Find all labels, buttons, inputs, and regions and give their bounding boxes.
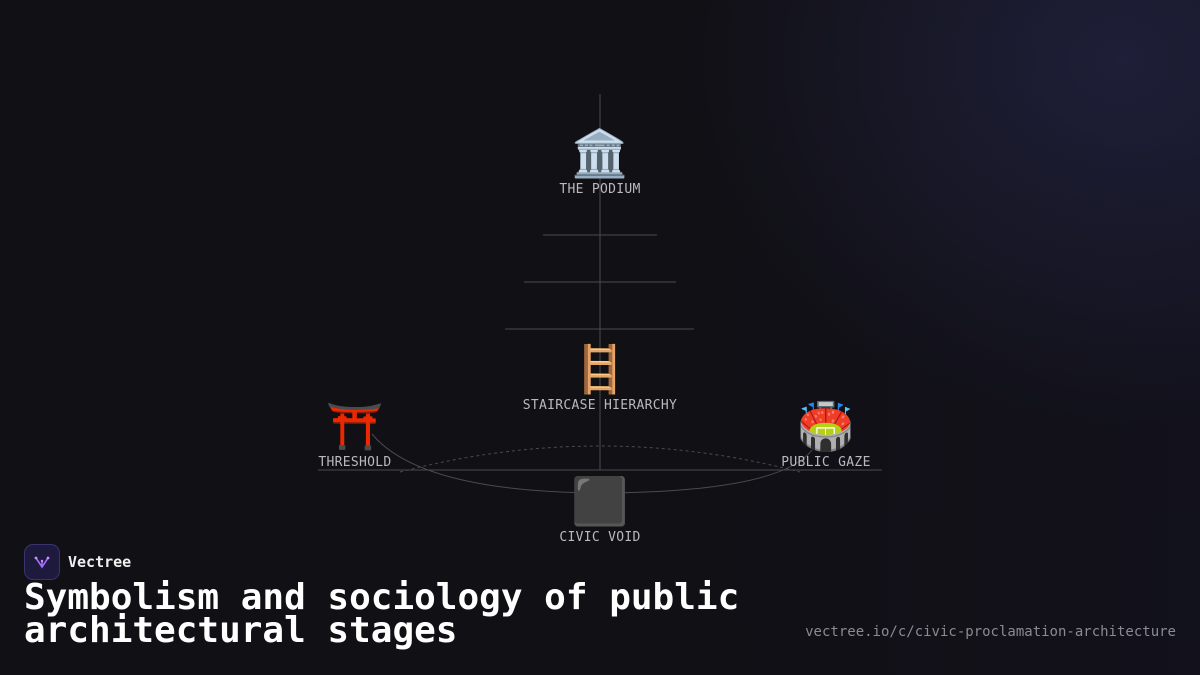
node-threshold-label: THRESHOLD: [318, 455, 392, 470]
node-void: ⬛ CIVIC VOID: [500, 476, 700, 545]
torii-gate-icon: ⛩️: [326, 399, 384, 453]
stadium-icon: 🏟️: [797, 399, 855, 453]
node-podium-label: THE PODIUM: [559, 182, 641, 197]
vectree-logo-icon: [24, 544, 60, 580]
ladder-icon: 🪜: [571, 342, 629, 396]
brand: Vectree: [24, 544, 131, 580]
node-void-label: CIVIC VOID: [559, 530, 641, 545]
gaze-arc: [371, 433, 813, 494]
source-url: vectree.io/c/civic-proclamation-architec…: [805, 624, 1176, 640]
page-title: Symbolism and sociology of public archit…: [24, 577, 740, 651]
classical-building-icon: 🏛️: [571, 126, 629, 180]
node-podium: 🏛️ THE PODIUM: [500, 128, 700, 197]
node-staircase-label: STAIRCASE HIERARCHY: [522, 398, 678, 413]
node-gaze: 🏟️ PUBLIC GAZE: [726, 401, 926, 470]
node-staircase: 🪜 STAIRCASE HIERARCHY: [500, 344, 700, 413]
dashed-arc: [399, 445, 801, 473]
black-square-icon: ⬛: [571, 474, 629, 528]
node-gaze-label: PUBLIC GAZE: [781, 455, 871, 470]
node-threshold: ⛩️ THRESHOLD: [255, 401, 455, 470]
brand-name: Vectree: [68, 553, 132, 571]
